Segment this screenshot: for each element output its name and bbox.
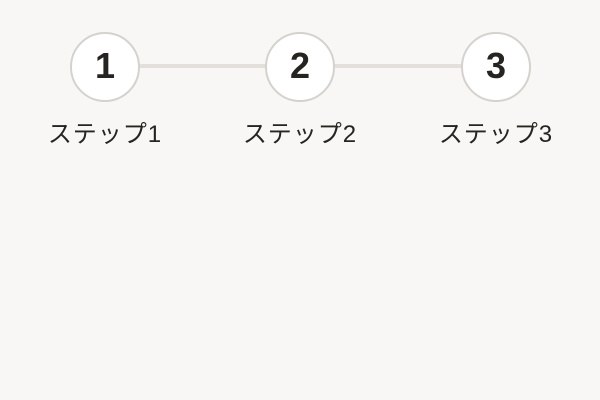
step-3: 3 ステップ3 [398,0,594,149]
step-3-circle[interactable]: 3 [461,32,531,102]
step-2: 2 ステップ2 [202,0,398,149]
step-2-number: 2 [289,45,311,86]
connector-line-step2-step3 [330,64,462,68]
step-1-number: 1 [94,45,116,86]
step-2-circle[interactable]: 2 [265,32,335,102]
step-1-label: ステップ1 [47,121,163,148]
step-2-label: ステップ2 [242,121,358,148]
step-3-number: 3 [485,45,507,86]
connector-line-step1-step2 [139,64,271,68]
step-1: 1 ステップ1 [7,0,203,149]
step-3-label: ステップ3 [438,121,554,148]
stepper: 1 ステップ1 2 ステップ2 3 ステップ3 [0,0,600,160]
step-1-circle[interactable]: 1 [70,32,140,102]
